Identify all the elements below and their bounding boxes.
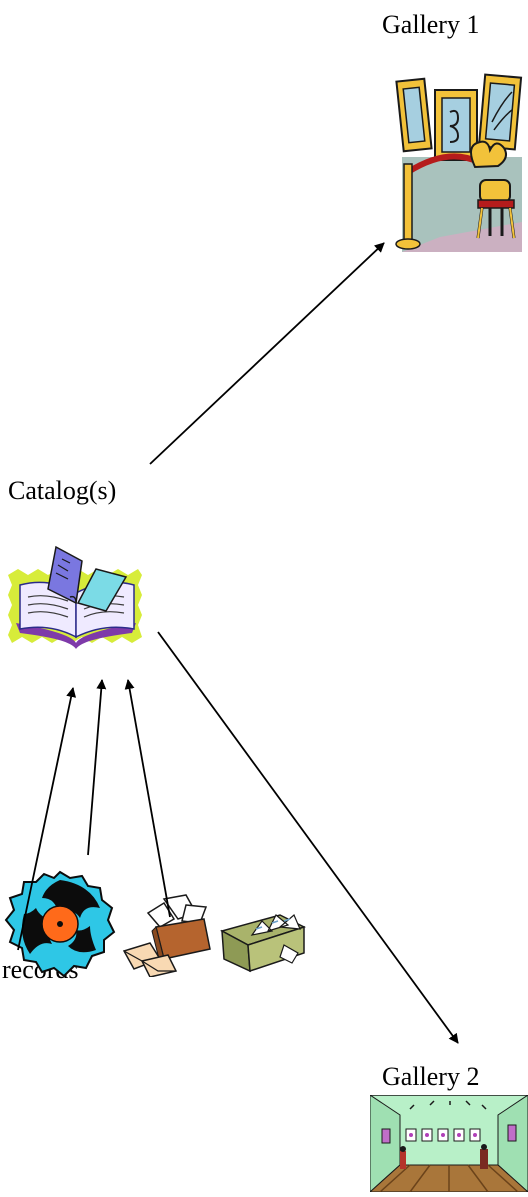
arrow-records-to-catalog-3 [124,679,171,918]
gallery-with-paintings-icon [380,72,528,257]
gallery-1-label: Gallery 1 [382,10,480,39]
catalog-label: Catalog(s) [8,476,117,505]
gallery-2-label: Gallery 2 [382,1062,480,1091]
arrow-records-to-catalog-2 [87,679,107,856]
arrow-catalog-to-gallery1 [149,242,385,465]
vinyl-record-icon [4,870,116,978]
arrow-records-to-catalog-1 [17,687,77,951]
arrow-catalog-to-gallery2 [157,631,459,1044]
archive-box-with-letters-icon [120,893,216,978]
file-box-icon [218,905,308,975]
exhibition-room-icon [368,1094,528,1194]
open-book-icon [8,545,143,653]
